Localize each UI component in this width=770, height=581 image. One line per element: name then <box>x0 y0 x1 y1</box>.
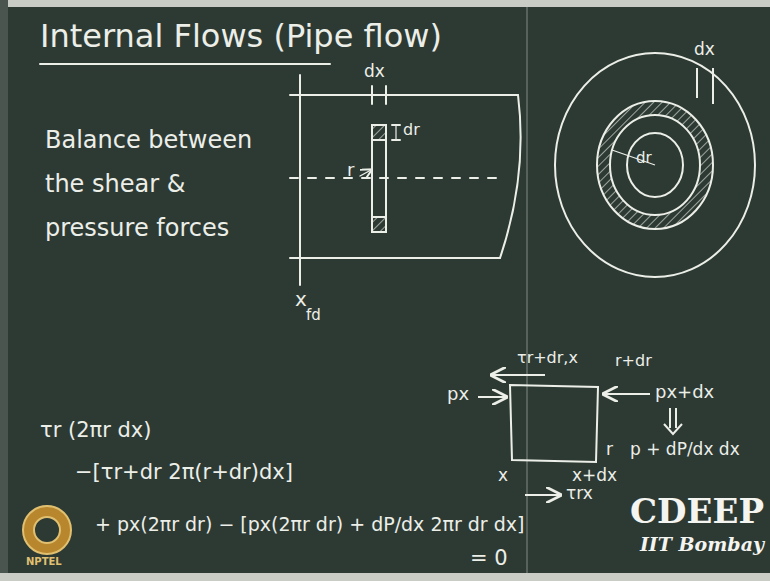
dimension-label: dr <box>636 150 652 167</box>
equation-term: −[τr+dr 2π(r+dr)dx] <box>75 460 293 484</box>
watermark: IIT Bombay <box>640 534 764 556</box>
caption-text: Balance between the shear & pressure for… <box>45 118 285 250</box>
dimension-label: dx <box>364 62 385 82</box>
logo-text: NPTEL <box>26 556 62 568</box>
coordinate-label: r+dr <box>615 352 652 370</box>
force-label: τr+dr,x <box>517 349 578 367</box>
dimension-label: r <box>347 160 354 181</box>
cross-section-sketch <box>555 53 755 277</box>
equation-term: + px(2πr dr) − [px(2πr dr) + dP/dx 2πr d… <box>95 514 524 536</box>
board-title: Internal Flows (Pipe flow) <box>40 18 442 55</box>
element-sketch <box>478 375 682 495</box>
axis-label: x <box>295 288 307 311</box>
equation-term: τr (2πr dx) <box>40 418 151 442</box>
watermark: CDEEP <box>630 492 764 531</box>
force-label: px <box>447 384 469 405</box>
pipe-sketch <box>40 64 521 285</box>
force-label: p + dP/dx dx <box>630 440 740 460</box>
coordinate-label: x <box>498 466 508 486</box>
equation-term: = 0 <box>470 546 508 570</box>
force-label: τrx <box>566 484 593 504</box>
force-label: px+dx <box>655 382 714 403</box>
dimension-label: dr <box>403 121 420 139</box>
axis-label: fd <box>306 307 321 324</box>
nptel-logo <box>23 506 71 554</box>
dimension-label: dx <box>694 40 715 60</box>
coordinate-label: r <box>606 440 613 460</box>
coordinate-label: x+dx <box>572 466 617 486</box>
